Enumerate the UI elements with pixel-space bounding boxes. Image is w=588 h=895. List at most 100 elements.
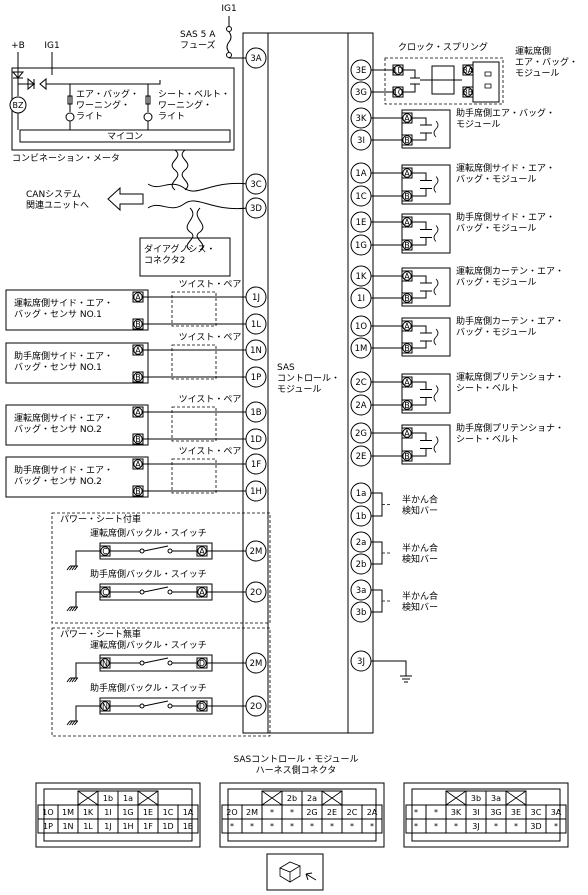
sensor-3-a-terminal-ring [133,407,143,417]
load-8-label-line: 助手席側プリテンショナ・ [456,422,564,434]
pin-3j-pin-label: 3J [357,657,365,667]
fuse-icon [226,31,232,53]
airbag-sensor-label-4-line: 助手席側サイド・エア・ [14,464,113,476]
sensor-2-a-terminal-ring [133,345,143,355]
pin-1a-pin-label: 1A [355,169,366,179]
plus-b-label: +B [11,41,25,51]
seatbelt-warning-lamp-label: シート・ベルト・ワーニング・ライト [158,90,230,122]
seatbelt-warning-lamp-label-line: シート・ベルト・ [158,90,230,100]
can-label-line: 関連ユニットへ [26,199,89,211]
buckle-passenger-without-ground-icon [69,720,73,726]
sensor-4-a-terminal-ring [133,459,143,469]
twist-pair-box-3 [171,406,217,442]
seatbelt-lamp-icon [143,112,153,122]
pin-3a-pin-label: 3a [356,586,367,596]
connector-2-outline [219,782,385,848]
connector-2-blank-cell [261,790,283,806]
pin-3c-pin [245,173,267,195]
connector-2-cell-label: * [310,822,314,831]
load-8-b-terminal-label: B [404,452,410,461]
half-connect-label-1-line: 検知バー [402,505,438,517]
buckle-passenger-with-t2-terminal-label: A [199,588,205,597]
buckle-driver-without-ground-icon [74,677,78,683]
seatbelt-warning-lamp-label-line: ライト [158,111,185,122]
sensor-2-b-terminal-label: B [135,373,141,382]
connector-1-cell-label: 1I [104,808,111,817]
load-4-inner-wire [412,237,427,246]
buckle-passenger-with-t1-terminal-label: C [102,588,108,597]
load-7-box [401,373,451,414]
resistor-icon [67,95,73,105]
load-4-b-terminal-ring [402,240,412,250]
buckle-passenger-with-contact [139,589,145,595]
sensor-1-a-terminal-ring [133,292,143,302]
load-5-label-line: バッグ・モジュール [456,276,536,288]
clock-1c-terminal-ring [393,87,403,97]
power-seat-without-box [51,627,271,737]
pin-2a-pin-label: 2A [355,401,366,411]
buckle-driver-without-ground-wire [75,662,100,678]
half-connect-label-3-line: 半かん合 [402,590,438,602]
airbag-warning-lamp-label-line: エア・バッグ・ [76,88,139,100]
airbag-warning-lamp-label-line: ライト [76,111,103,122]
driver-airbag-label-line: エア・バッグ・ [515,56,578,68]
buckle-driver-without-contact [139,660,145,666]
pin-1c-pin-label: 1C [355,192,366,202]
load-3-b-terminal-ring [402,191,412,201]
load-4-squib-icon [433,225,439,242]
load-5-label-line: 運転席側カーテン・エア・ [456,265,564,277]
load-3-b-terminal-label: B [404,192,410,201]
airbag-sensor-label-2: 助手席側サイド・エア・バッグ・センサ NO.1 [14,350,113,373]
pin-3d-pin [245,197,267,219]
connector-3-cell-label: * [434,808,438,817]
load-5-label: 運転席側カーテン・エア・バッグ・モジュール [456,265,564,288]
connector-3-cell-label: 3C [531,808,542,817]
pin-1a-pin-label: 1a [356,489,367,499]
load-4-box [401,213,451,254]
twist-pair-label-1: ツイスト・ペア [179,280,242,290]
buckle-passenger-with-ground-wire [75,591,100,607]
airbag-sensor-box-4 [5,456,149,498]
connector-1-blank-cell [137,790,159,806]
connector-title-line: SASコントロール・モジュール [233,755,358,765]
load-5-squib-icon [433,278,439,296]
buckle-passenger-without-ground-icon [66,720,71,726]
buckle-driver-with-label: 運転席側バックル・スイッチ [90,527,207,539]
power-seat-with-box [51,512,271,624]
airbag-sensor-box-1 [5,289,149,331]
pin-1l-pin-label: 1L [251,320,261,330]
sas-module-label-line: SAS [277,363,295,373]
driver-airbag-label: 運転席側エア・バッグ・モジュール [515,45,578,79]
buckle-passenger-with-label: 助手席側バックル・スイッチ [90,568,207,580]
pin-buckle-passenger-without-pin [245,695,267,717]
buckle-passenger-with-ground-icon [66,606,71,612]
connector-1-cell-label: 1b [103,794,113,803]
airbag-sensor-label-2-line: バッグ・センサ NO.1 [14,361,102,373]
pin-buckle-passenger-with-pin-label: 2O [250,588,262,598]
airbag-sensor-label-2-line: 助手席側サイド・エア・ [14,350,113,362]
clock-spring-box [384,57,504,105]
buckle-passenger-without-contact [167,703,173,709]
twisted-wire [186,207,194,251]
load-8-squib-icon [433,436,439,453]
seatbelt-warning-lamp-label-line: ワーニング・ [158,99,212,111]
pin-1f-pin [245,453,267,475]
sensor-4-b-terminal-ring [133,486,143,496]
connector-2-blank-cell [321,790,343,806]
load-3-squib-icon [433,176,439,193]
load-5-inner-wire [412,291,427,299]
load-8-b-terminal-ring [402,451,412,461]
buckle-driver-with-ground-icon [69,565,73,571]
meter-title: コンビネーション・メータ [12,153,120,164]
load-3-label-line: 運転席側サイド・エア・ [456,162,555,174]
half-connect-label-2: 半かん合検知バー [402,542,438,565]
buckle-driver-without-t2-terminal-ring [197,658,207,668]
power-seat-with-label: パワー・シート付車 [60,513,141,525]
connector-1-cell-label: 1B [183,822,194,831]
load-2-inner-wire [412,117,427,125]
sas-module-label-line: モジュール [277,385,321,395]
connector-3-cell-label: * [554,822,558,831]
pin-2e-pin-label: 2E [356,452,367,462]
pin-1m-pin-label: 1M [355,344,368,354]
pin-1h-pin [245,480,267,502]
